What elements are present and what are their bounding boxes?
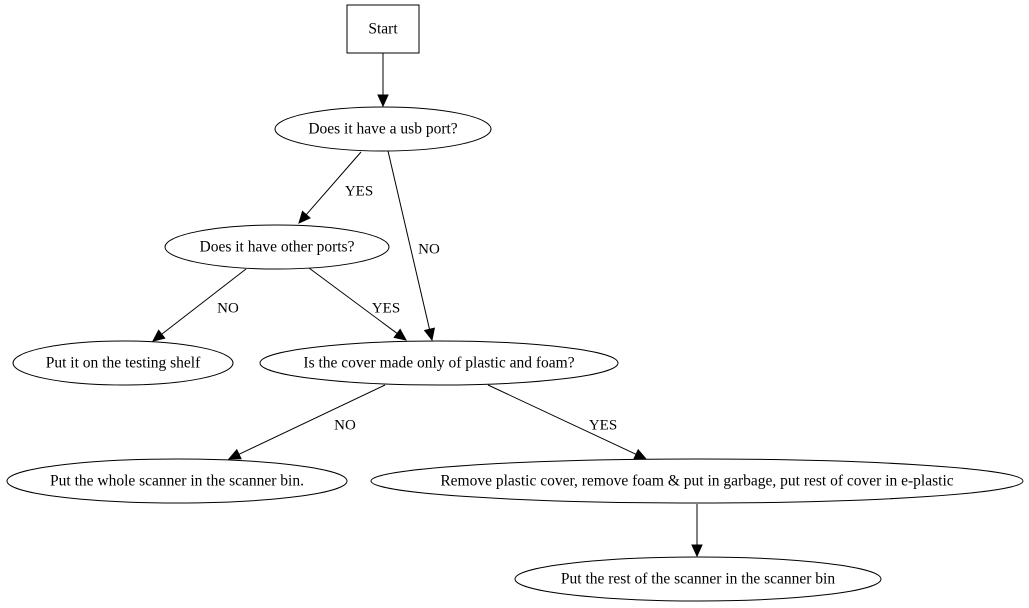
edge-label-no: NO — [334, 417, 356, 433]
edge-remove-to-rest — [691, 504, 703, 558]
node-other: Does it have other ports? — [164, 224, 390, 270]
node-box — [346, 4, 420, 54]
edge-line — [161, 268, 247, 335]
edge-label-yes: YES — [589, 417, 617, 433]
edge-label-yes: YES — [372, 300, 400, 316]
edge-line — [238, 384, 386, 455]
node-ellipse — [274, 106, 492, 152]
node-shelf: Put it on the testing shelf — [12, 340, 234, 386]
edge-cover-to-remove: YES — [487, 384, 648, 460]
node-label: Put the whole scanner in the scanner bin… — [50, 473, 304, 490]
edge-line — [308, 267, 398, 334]
edge-label-yes: YES — [345, 183, 373, 199]
edge-label-no: NO — [418, 241, 440, 257]
edge-label-no: NO — [217, 300, 239, 316]
node-ellipse — [370, 458, 1024, 504]
node-label: Start — [368, 21, 398, 38]
node-label: Remove plastic cover, remove foam & put … — [440, 473, 953, 490]
edge-line — [305, 151, 362, 216]
arrowhead-icon — [227, 448, 242, 460]
node-start: Start — [346, 4, 420, 54]
edge-cover-to-whole: NO — [227, 384, 386, 460]
arrowhead-icon — [633, 448, 648, 460]
node-label: Put it on the testing shelf — [46, 355, 201, 372]
arrowhead-icon — [691, 544, 703, 558]
arrowhead-icon — [298, 210, 311, 224]
node-label: Put the rest of the scanner in the scann… — [561, 571, 835, 588]
node-cover: Is the cover made only of plastic and fo… — [259, 340, 619, 386]
node-ellipse — [514, 556, 882, 602]
node-label: Does it have a usb port? — [308, 121, 457, 138]
edge-other-to-shelf: NO — [152, 268, 247, 342]
node-ellipse — [6, 458, 348, 504]
edge-usb-to-other: YES — [298, 151, 373, 224]
node-label: Is the cover made only of plastic and fo… — [303, 355, 574, 372]
arrowhead-icon — [393, 328, 407, 341]
edge-line — [487, 384, 637, 455]
node-ellipse — [164, 224, 390, 270]
node-usb: Does it have a usb port? — [274, 106, 492, 152]
node-whole: Put the whole scanner in the scanner bin… — [6, 458, 348, 504]
node-rest: Put the rest of the scanner in the scann… — [514, 556, 882, 602]
arrowhead-icon — [152, 329, 166, 342]
node-label: Does it have other ports? — [200, 239, 355, 256]
edge-start-to-usb — [377, 53, 389, 108]
arrowhead-icon — [423, 327, 436, 342]
edge-usb-to-cover: NO — [387, 150, 440, 342]
edge-line — [387, 150, 430, 330]
edge-other-to-cover: YES — [308, 267, 407, 341]
arrowhead-icon — [377, 94, 389, 108]
node-ellipse — [259, 340, 619, 386]
node-ellipse — [12, 340, 234, 386]
node-remove: Remove plastic cover, remove foam & put … — [370, 458, 1024, 504]
